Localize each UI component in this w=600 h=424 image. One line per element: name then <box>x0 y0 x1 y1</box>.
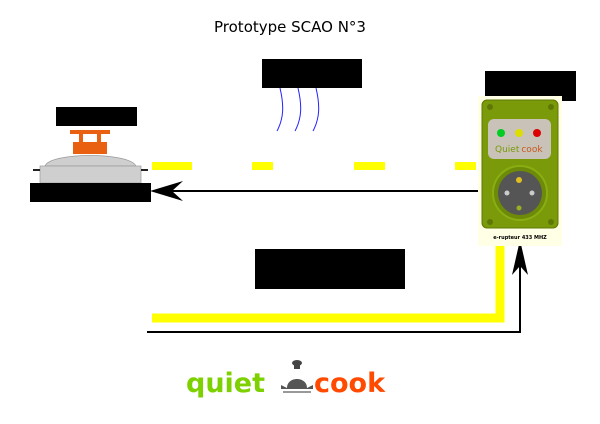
signal-dashes <box>152 162 476 170</box>
device-brand-right: cook <box>521 145 543 155</box>
device-caption: e-rupteur 433 MHZ <box>493 235 547 241</box>
label-box-transmitter <box>262 59 362 88</box>
device-brand-left: Quiet <box>495 145 520 155</box>
quietcook-logo: quiet cook <box>186 360 386 399</box>
logo-text-right: cook <box>314 368 386 399</box>
led-yellow-icon <box>515 129 523 137</box>
logo-text-left: quiet <box>186 368 265 399</box>
led-green-icon <box>497 129 505 137</box>
radio-waves-icon <box>276 87 320 132</box>
diagram-title: Prototype SCAO N°3 <box>214 18 366 36</box>
signal-path-yellow <box>152 240 505 323</box>
arrowhead-up-icon <box>512 240 528 275</box>
chef-icon <box>281 360 313 393</box>
label-box-valve <box>56 107 137 126</box>
led-red-icon <box>533 129 541 137</box>
pressure-cooker-icon <box>30 130 151 202</box>
arrow-line-up <box>147 262 521 333</box>
arrowhead-left-icon <box>150 181 183 201</box>
socket-icon <box>498 171 542 215</box>
label-box-center <box>255 249 405 289</box>
